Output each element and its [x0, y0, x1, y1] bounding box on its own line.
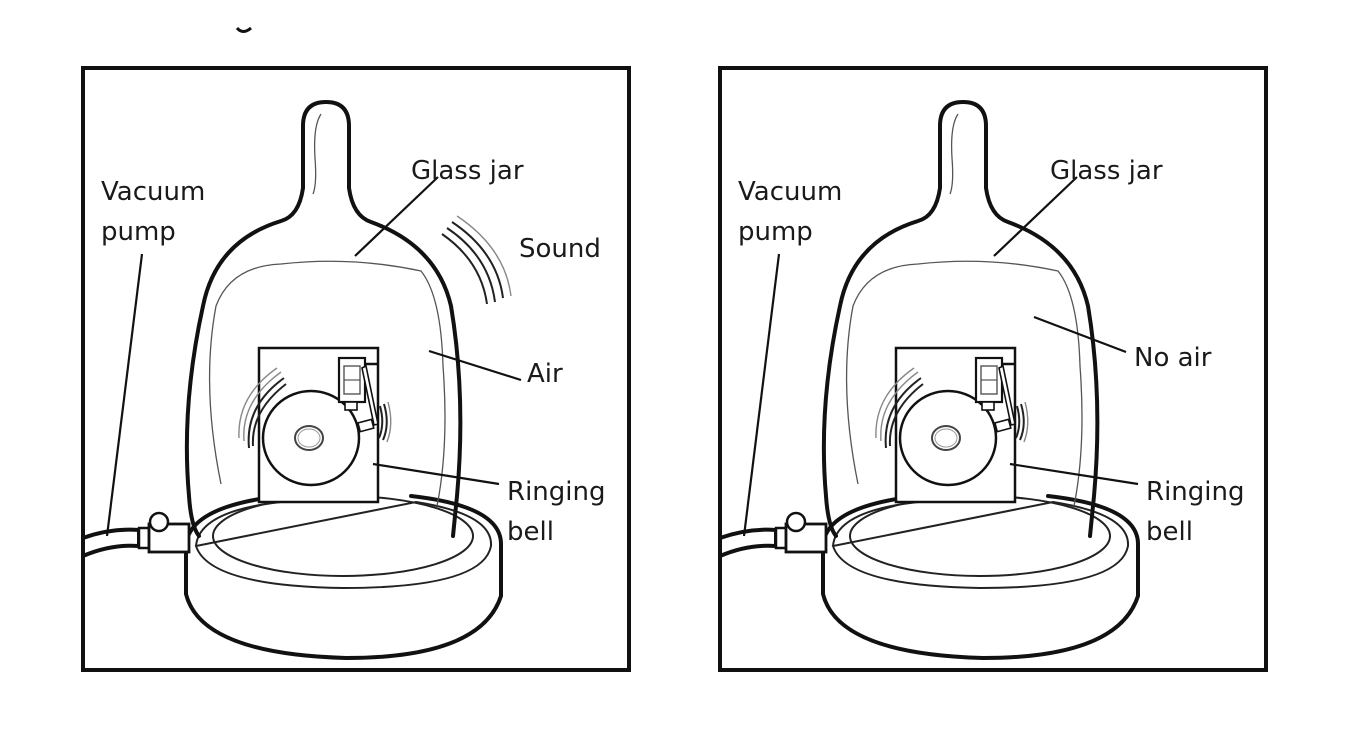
leader-air	[428, 349, 522, 382]
leader-glass-jar	[354, 176, 439, 257]
leader-no-air	[1033, 315, 1127, 354]
label-ringing-bell-line2: bell	[1146, 517, 1193, 547]
sound-waves-icon	[441, 215, 512, 305]
leader-vacuum-pump	[105, 253, 144, 537]
label-vacuum-pump-line2: pump	[738, 217, 813, 247]
label-no-air: No air	[1134, 343, 1212, 373]
leader-vacuum-pump	[742, 253, 781, 537]
leader-ringing-bell	[372, 462, 500, 486]
leader-ringing-bell	[1009, 462, 1139, 486]
label-glass-jar: Glass jar	[411, 156, 524, 186]
label-ringing-bell-line1: Ringing	[1146, 477, 1244, 507]
label-glass-jar: Glass jar	[1050, 156, 1163, 186]
label-ringing-bell-line1: Ringing	[507, 477, 605, 507]
label-sound: Sound	[519, 234, 601, 264]
label-vacuum-pump-line2: pump	[101, 217, 176, 247]
label-vacuum-pump-line1: Vacuum	[738, 177, 842, 207]
label-air: Air	[527, 359, 563, 389]
panel-no-air: Vacuum pump Glass jar No air Ringing bel…	[718, 66, 1268, 672]
leader-glass-jar	[993, 176, 1078, 257]
panel-with-air: Vacuum pump Glass jar Sound Air Ringing …	[81, 66, 631, 672]
label-ringing-bell-line2: bell	[507, 517, 554, 547]
clipped-title-descender	[235, 26, 252, 33]
label-vacuum-pump-line1: Vacuum	[101, 177, 205, 207]
